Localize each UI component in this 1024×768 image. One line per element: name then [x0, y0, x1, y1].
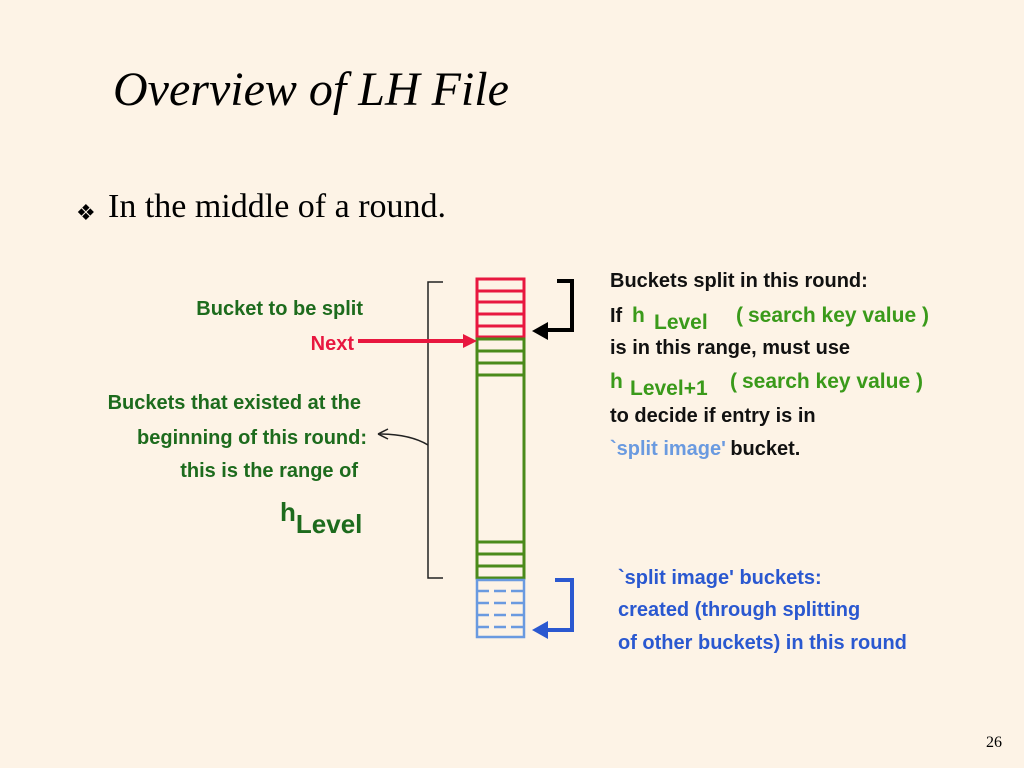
open-paren-2: ( — [730, 370, 737, 393]
existed-line-1: Buckets that existed at the — [107, 392, 361, 414]
bucket-word: bucket. — [730, 438, 801, 460]
existed-line-3: this is the range of — [180, 460, 358, 482]
split-image-buckets — [475, 578, 526, 639]
if-label: If — [610, 305, 623, 327]
page-number: 26 — [986, 734, 1002, 751]
slide-title: Overview of LH File — [113, 63, 509, 116]
next-label: Next — [310, 333, 354, 355]
h-level-label: hLevel — [280, 497, 363, 539]
existed-line-2: beginning of this round: — [137, 427, 367, 449]
search-key-arg-2: search key value ) — [742, 370, 923, 393]
split-range-bracket — [532, 279, 574, 340]
h-level-plus-1-sub: Level+1 — [630, 377, 708, 400]
split-image-line: `split image' bucket. — [610, 438, 800, 461]
split-image-buckets-line-3: of other buckets) in this round — [618, 632, 907, 654]
search-key-arg: search key value ) — [748, 304, 929, 327]
split-round-line-1: Buckets split in this round: — [610, 270, 868, 292]
h2-label: h — [610, 370, 623, 393]
image-range-bracket — [532, 578, 574, 639]
range-arrow — [377, 433, 429, 446]
next-arrow — [358, 334, 477, 348]
split-image-buckets-line-2: created (through splitting — [618, 599, 861, 621]
diamond-bullet-icon: ❖ — [76, 200, 96, 225]
bullet-text: In the middle of a round. — [108, 188, 447, 225]
existing-buckets — [475, 337, 526, 580]
split-image-buckets-line-1: `split image' buckets: — [618, 567, 822, 589]
h-label: h — [632, 304, 645, 327]
range-line: is in this range, must use — [610, 337, 851, 359]
split-image-term: `split image' — [610, 438, 726, 460]
range-bracket — [427, 281, 443, 579]
h-level-sub: Level — [654, 311, 708, 334]
split-buckets — [475, 277, 526, 339]
decide-line: to decide if entry is in — [610, 405, 816, 427]
open-paren: ( — [736, 304, 743, 327]
bucket-to-be-split-label: Bucket to be split — [196, 298, 363, 320]
